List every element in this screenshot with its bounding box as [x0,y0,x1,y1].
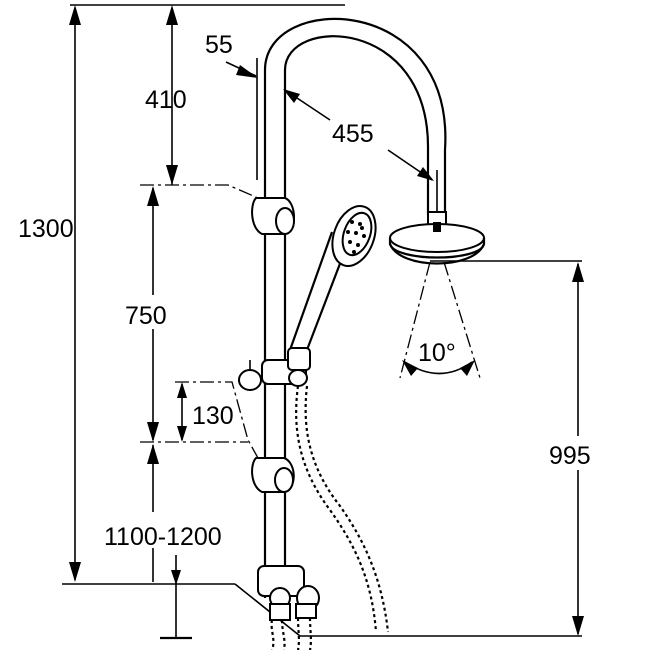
hand-shower-slider [238,347,311,391]
dimension-holder-spacing: 130 [140,381,259,459]
hand-shower [288,205,377,356]
label-rail-diameter: 55 [205,31,233,59]
dimension-arm-reach: 455 [283,89,438,212]
shower-rail [263,17,447,598]
label-holder-spacing: 130 [192,402,234,430]
dimension-top-section: 410 [145,5,187,185]
supply-hoses [270,617,312,651]
lower-rail-bracket-diverter [257,565,320,621]
label-head-height: 995 [549,442,591,470]
dimension-head-height: 995 [234,260,611,637]
spray-angle-indicator: 10° [399,261,481,379]
dimension-holder-travel: 750 [120,184,259,442]
overhead-shower-head [388,211,486,265]
spray-nozzles [346,220,366,254]
label-top-section: 410 [145,86,187,114]
dimension-total-height: 1300 [18,4,345,582]
label-holder-travel: 750 [125,302,167,330]
hand-shower-hose [295,385,390,633]
label-floor-to-bracket: 1100-1200 [104,523,222,551]
label-spray-angle: 10° [418,339,456,367]
dimension-floor-to-bracket: 1100-1200 [62,444,260,640]
label-arm-reach: 455 [332,120,374,148]
dimension-rail-diameter: 55 [205,31,258,180]
label-total-height: 1300 [18,215,74,243]
middle-rail-bracket [251,457,295,493]
upper-rail-bracket [251,197,295,235]
